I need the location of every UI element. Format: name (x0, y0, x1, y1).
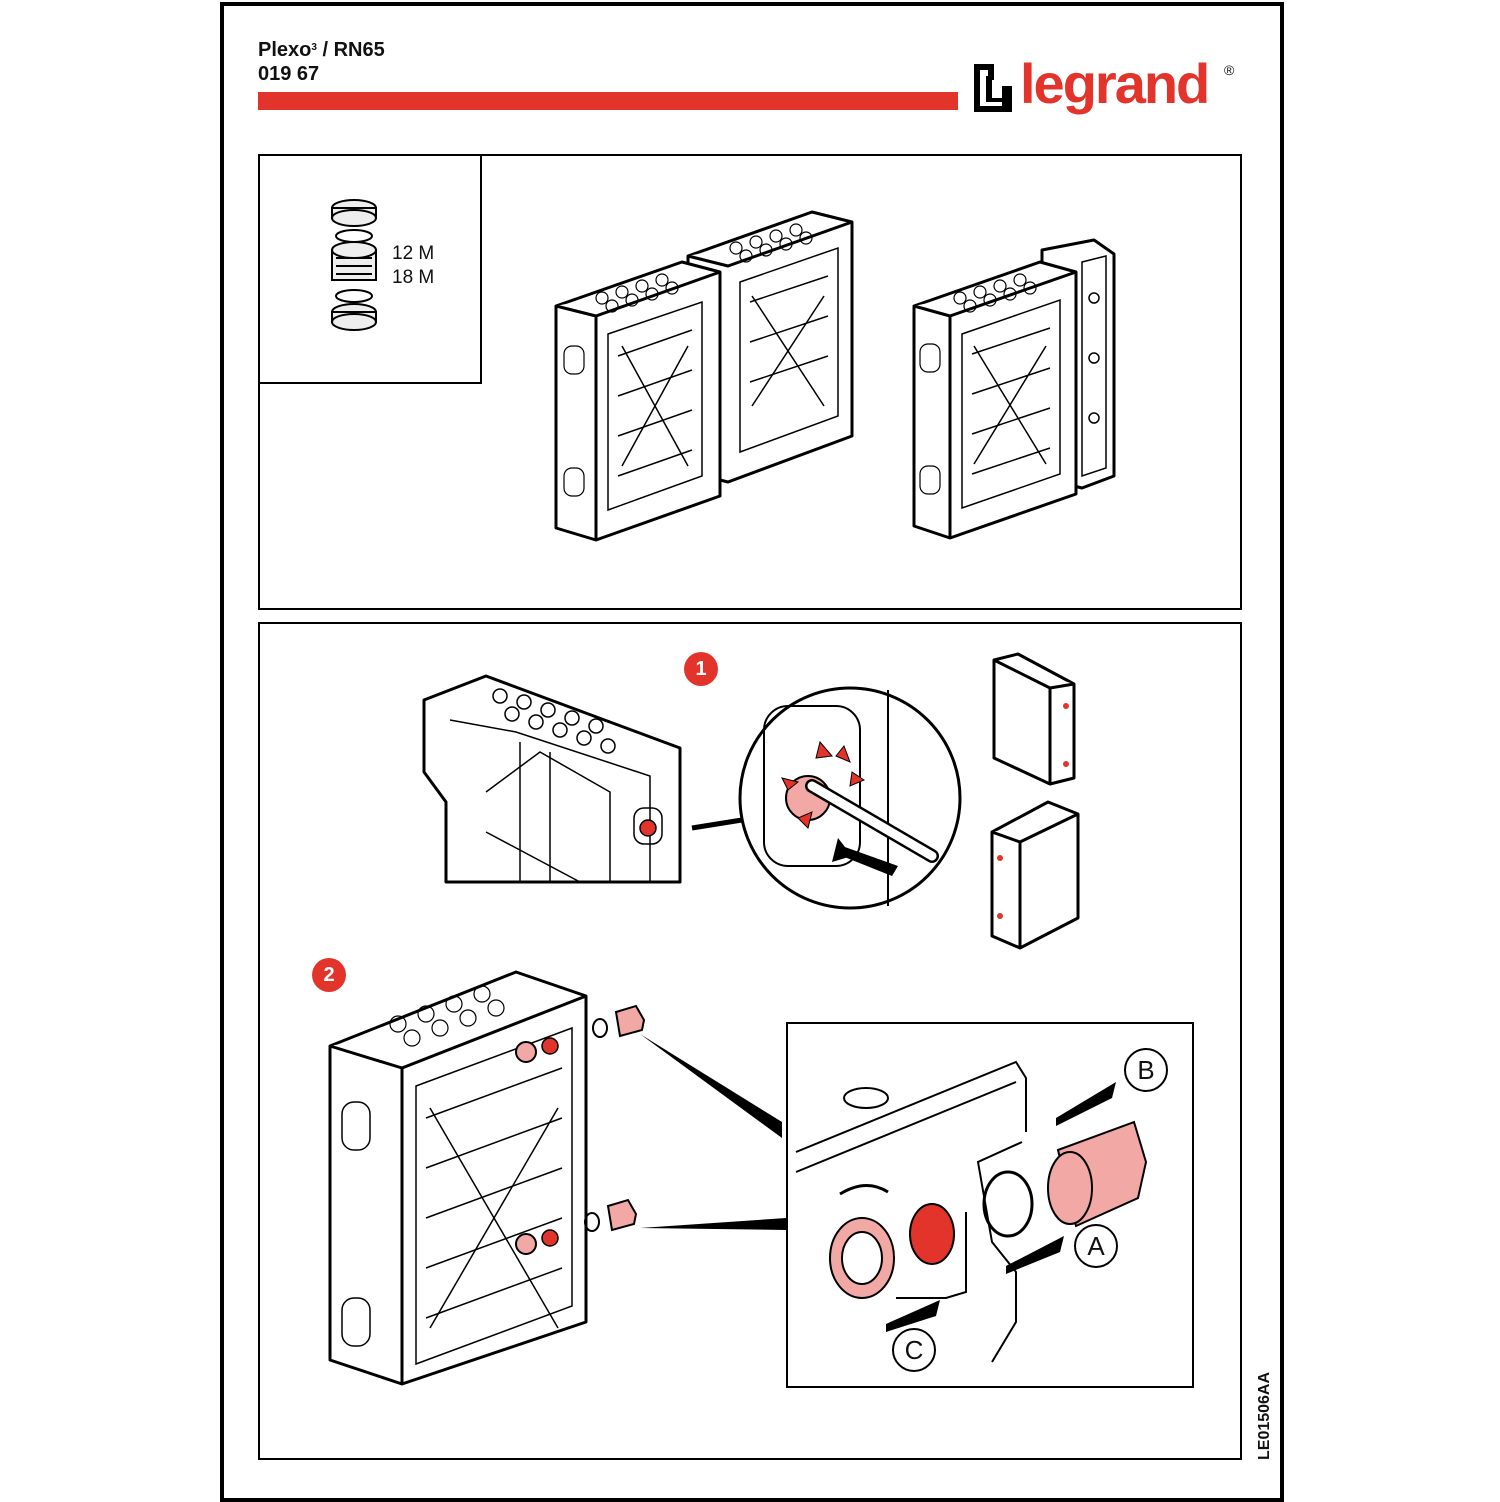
product-title: Plexo3 / RN65 (258, 39, 385, 61)
cable-gland-kit-icon (331, 199, 377, 331)
document-code: LE01506AA (1256, 1371, 1273, 1460)
arrow-a-icon (1006, 1236, 1064, 1274)
detail-leader-lines (640, 1034, 786, 1230)
assembly-detail-box (786, 1022, 1194, 1388)
extension-modules-illustration (990, 652, 1080, 950)
knockout-hole (909, 1203, 955, 1265)
gland-upper-icon (592, 1004, 646, 1038)
step1-box-illustration (422, 674, 682, 884)
push-arrow-icon (842, 846, 898, 876)
header-accent-bar (258, 92, 958, 110)
step2-box-illustration (328, 970, 588, 1386)
gland-body-icon (1047, 1120, 1148, 1228)
arrow-c-icon (886, 1300, 940, 1332)
kit-contents-box (258, 154, 482, 384)
step-1-badge: 1 (684, 652, 718, 686)
logo-wordmark: legrand (1020, 52, 1210, 115)
o-ring-icon (982, 1170, 1034, 1238)
gland-assembly-detail (795, 1060, 1148, 1363)
box-with-extension-illustration (912, 238, 1116, 540)
arrow-b-icon (1056, 1082, 1116, 1126)
legrand-logo: legrand ® (972, 54, 1242, 128)
knockout-removal-detail (691, 686, 962, 910)
callout-c: C (892, 1328, 936, 1372)
product-code: 019 67 (258, 63, 320, 85)
product-reference: Plexo3 / RN65 019 67 (258, 38, 385, 86)
registered-mark: ® (1224, 62, 1235, 78)
gland-lower-icon (584, 1198, 638, 1232)
two-boxes-joined-illustration (554, 210, 854, 542)
legrand-mark-icon (974, 64, 1012, 112)
kit-size-18m: 18 M (392, 267, 435, 288)
kit-size-12m: 12 M (392, 243, 435, 264)
locknut-icon (829, 1217, 895, 1299)
callout-b: B (1124, 1048, 1168, 1092)
step-2-badge: 2 (312, 958, 346, 992)
callout-a: A (1074, 1224, 1118, 1268)
